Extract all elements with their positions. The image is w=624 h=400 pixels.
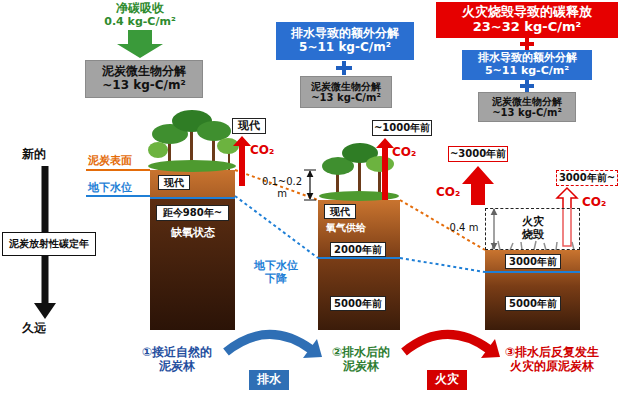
text-label: CO₂ [392,146,426,160]
node-box: 排水导致的额外分解5~11 kg-C/m² [276,22,414,60]
text-label: 0.4 kg-C/m² [88,16,192,29]
tree-crown [148,142,168,158]
node-box: 火灾烧毁导致的碳释放23~32 kg-C/m² [436,2,618,38]
plus-sign [336,61,352,75]
peat-column [485,250,580,330]
node-box: 泥炭放射性碳定年 [2,232,96,256]
node-box: 泥炭微生物分解~13 kg-C/m² [478,92,576,122]
node-text: 排水导致的额外分解 [478,52,577,65]
node-box: 3000年前 [505,254,561,269]
node-text: 火灾 [435,373,459,387]
node-box: 5000年前 [330,296,386,311]
co2-arrow [376,138,394,200]
undergrowth [148,160,236,172]
node-text: 现代 [164,177,184,189]
water-line [400,258,485,272]
text-label: 净碳吸收 [105,2,175,16]
uptake-arrow [117,30,163,58]
text-label: 0.4 m [446,222,482,234]
node-box: 火灾 [427,370,467,390]
water-line [235,196,318,258]
stage-arrow [404,334,490,352]
peat-column [318,200,400,330]
tree-crown [197,121,231,141]
text-label: 久远 [22,322,62,336]
text-label: 氧气供给 [326,222,386,234]
text-label: 0.1~0.2 m [256,176,308,199]
node-box: 排水 [249,370,289,390]
node-text: 泥炭放射性碳定年 [9,238,89,250]
node-box: 缺氧状态 距今980年~ [150,197,235,330]
node-box: 距今980年~ [156,205,229,221]
node-text: 排水导致的额外分解 [291,27,399,41]
node-text: 火灾 烧毁 [519,216,547,241]
node-text: 缺氧状态 [171,227,215,240]
text-label: 地下水位 下降 [250,260,302,285]
node-box: 泥炭微生物分解~13 kg-C/m² [300,76,392,108]
water-line [318,257,400,259]
text-label: CO₂ [582,196,616,210]
dimension-line [309,171,310,199]
text-label: ③排水后反复发生 火灾的原泥炭林 [500,346,604,374]
stage-arrow-head [481,339,500,358]
text-label: 地下水位 [88,182,148,195]
co2-arrow [233,136,251,186]
node-box: 现代 [324,204,356,219]
node-text: 泥炭微生物分解 [311,81,381,93]
text-label: ②排水后的 泥炭林 [326,346,396,374]
node-text: 23~32 kg-C/m² [473,20,581,35]
dimension-tick [304,170,316,200]
text-label: ①接近自然的 泥炭林 [136,346,218,374]
node-text: ~13 kg-C/m² [492,107,562,119]
surface-line [86,169,150,171]
node-text: 火灾烧毁导致的碳释放 [462,5,592,20]
node-box: ~3000年前 [448,146,508,162]
node-text: 3000年前 [509,256,557,268]
forest [148,110,239,172]
node-text: 泥炭微生物分解 [102,65,186,79]
node-box: 现代 [158,175,190,190]
node-text: 现代 [330,206,350,218]
text-label: 新的 [22,148,62,162]
node-box: 排水导致的额外分解5~11 kg-C/m² [462,50,592,80]
plus-sign [520,80,534,92]
surface-line [235,170,318,200]
plus-sign [520,38,534,50]
water-line [485,271,580,273]
node-box: ~1000年前 [372,120,432,136]
node-box: 泥炭微生物分解~13 kg-C/m² [85,60,203,98]
node-text: 排水 [257,373,281,387]
node-text: 现代 [238,120,260,133]
node-text: 5000年前 [509,298,557,310]
node-text: 泥炭微生物分解 [492,96,562,108]
node-text: ~13 kg-C/m² [311,92,381,104]
node-text: 5~11 kg-C/m² [299,41,391,55]
stage-arrow [226,334,312,352]
node-text: 5000年前 [334,298,382,310]
node-box: 3000年前~ [556,170,618,186]
water-line [86,195,150,197]
node-box: 火灾 烧毁 [485,208,580,250]
node-text: ~3000年前 [450,148,506,160]
co2-arrow [462,166,494,205]
surface-line [400,200,485,250]
text-label: CO₂ [436,186,470,200]
node-text: ~1000年前 [374,122,430,134]
node-box: 现代 [232,118,266,134]
node-box: 2000年前 [330,242,386,257]
node-text: 距今980年~ [163,207,222,219]
stage-arrow-head [303,339,322,358]
text-label: 泥炭表面 [88,155,148,168]
text-label: CO₂ [250,144,284,158]
node-text: 3000年前~ [559,172,615,184]
node-text: 5~11 kg-C/m² [485,65,569,78]
axis-head [34,303,56,319]
node-text: ~13 kg-C/m² [102,79,185,93]
tree-crown [366,156,394,172]
node-box: 5000年前 [505,296,561,311]
peat-column [150,170,235,330]
node-text: 2000年前 [334,244,382,256]
